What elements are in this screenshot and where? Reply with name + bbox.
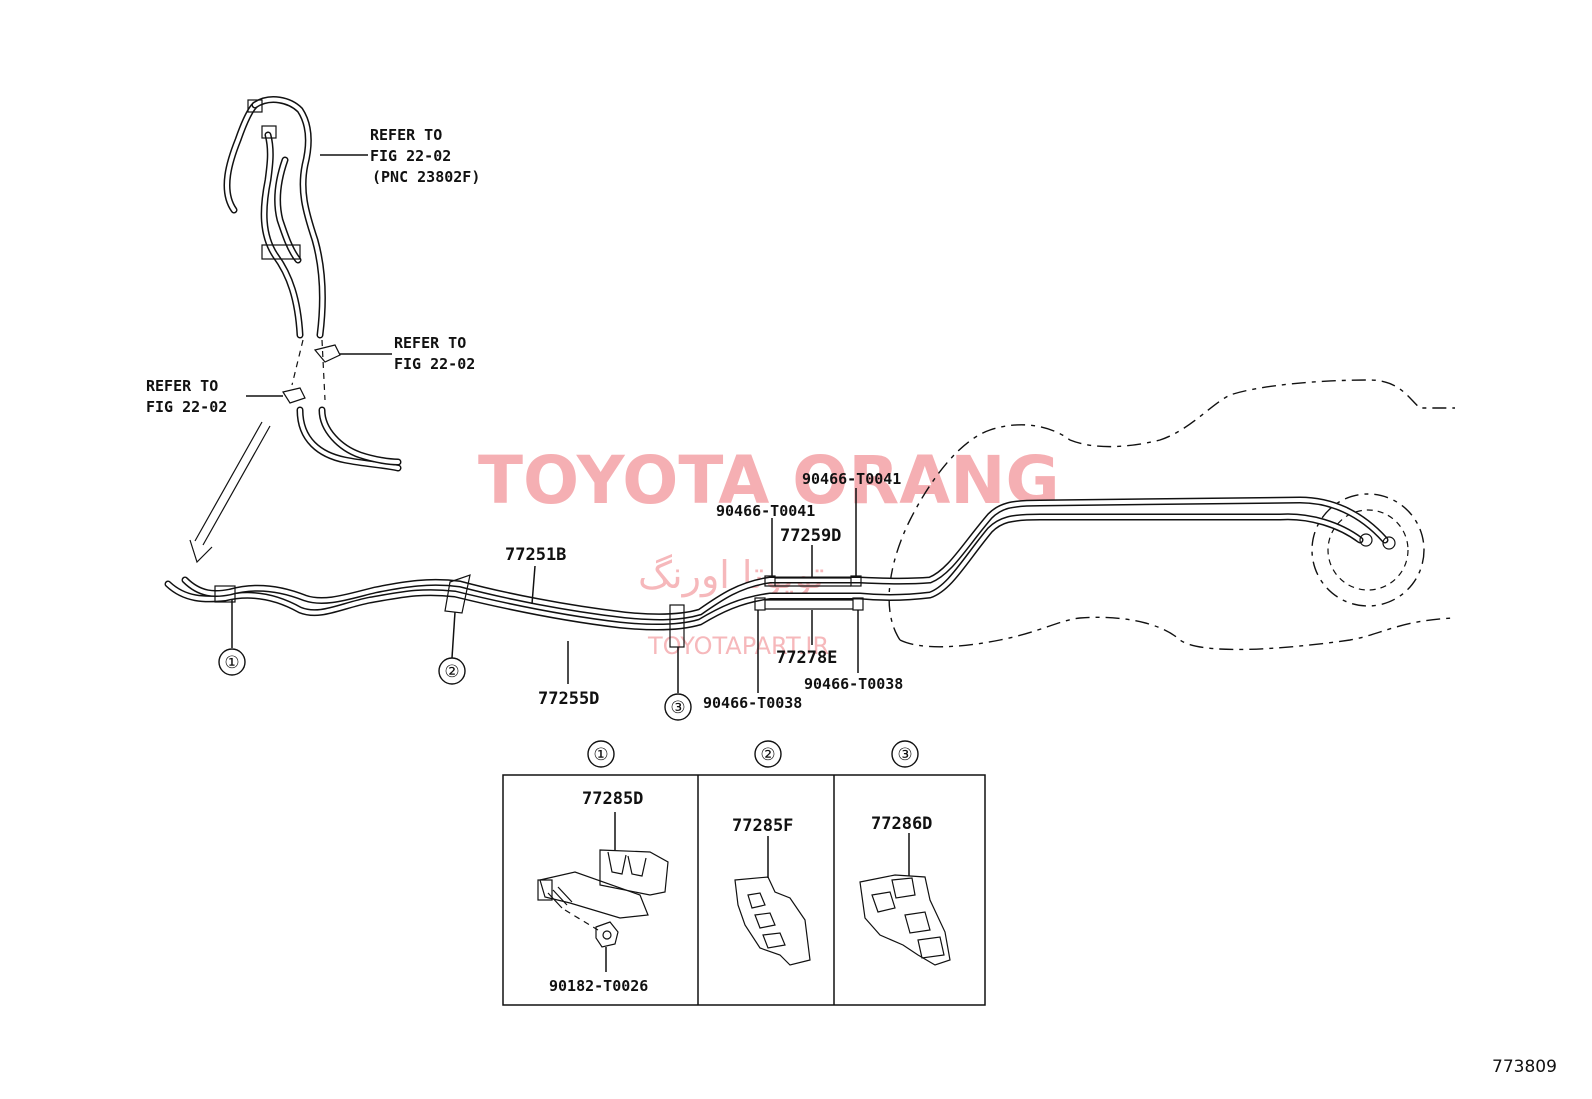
leader-lines xyxy=(231,488,859,693)
refer-right-line2: FIG 22-02 xyxy=(394,355,475,373)
refer-right-line1: REFER TO xyxy=(394,334,466,352)
refer-label-top: REFER TO FIG 22-02 (PNC 23802F) xyxy=(370,126,480,186)
part-90466-T0041-left: 90466-T0041 xyxy=(716,502,815,520)
refer-top-line2: FIG 22-02 xyxy=(370,147,451,165)
refer-left-line1: REFER TO xyxy=(146,377,218,395)
part-77286D: 77286D xyxy=(871,814,932,834)
callout-1: ① xyxy=(218,648,246,676)
vehicle-outline xyxy=(888,379,1456,651)
direction-arrow-icon xyxy=(189,421,271,564)
detail-3-header: ③ xyxy=(891,740,919,768)
detail-1-label: ① xyxy=(593,745,608,765)
refer-left-line2: FIG 22-02 xyxy=(146,398,227,416)
part-77285F: 77285F xyxy=(732,816,793,836)
detail-panel: ① ② ③ 77285D 90182-T0026 xyxy=(502,740,986,1006)
refer-label-right: REFER TO FIG 22-02 xyxy=(394,334,475,373)
part-90466-T0038-left: 90466-T0038 xyxy=(703,694,802,712)
part-90466-T0041-top: 90466-T0041 xyxy=(802,470,901,488)
refer-top-line3: (PNC 23802F) xyxy=(372,168,480,186)
detail-1-header: ① xyxy=(587,740,615,768)
part-90182-T0026: 90182-T0026 xyxy=(549,977,648,995)
detail-3-label: ③ xyxy=(897,745,912,765)
part-77259D: 77259D xyxy=(780,526,841,546)
detail-2-header: ② xyxy=(754,740,782,768)
part-77285D: 77285D xyxy=(582,789,643,809)
hose-clips xyxy=(246,339,402,472)
detail-2-label: ② xyxy=(760,745,775,765)
part-77251B: 77251B xyxy=(505,545,566,565)
callout-3: ③ xyxy=(664,693,692,721)
watermark-main: TOYOTA ORANG xyxy=(478,442,1060,519)
refer-label-left: REFER TO FIG 22-02 xyxy=(146,377,227,416)
callout-2: ② xyxy=(438,657,466,685)
clip-77285F-drawing xyxy=(734,836,811,966)
part-77255D: 77255D xyxy=(538,689,599,709)
callout-1-label: ① xyxy=(224,653,239,673)
upper-hose-assembly xyxy=(223,96,368,339)
callout-3-label: ③ xyxy=(670,698,685,718)
figure-id: 773809 xyxy=(1492,1057,1557,1077)
fuel-main-pipes xyxy=(164,496,1396,648)
refer-top-line1: REFER TO xyxy=(370,126,442,144)
part-90466-T0038-right: 90466-T0038 xyxy=(804,675,903,693)
part-77278E: 77278E xyxy=(776,648,837,668)
callout-2-label: ② xyxy=(444,662,459,682)
clip-77285D-drawing xyxy=(537,812,669,972)
clip-77286D-drawing xyxy=(859,833,951,966)
